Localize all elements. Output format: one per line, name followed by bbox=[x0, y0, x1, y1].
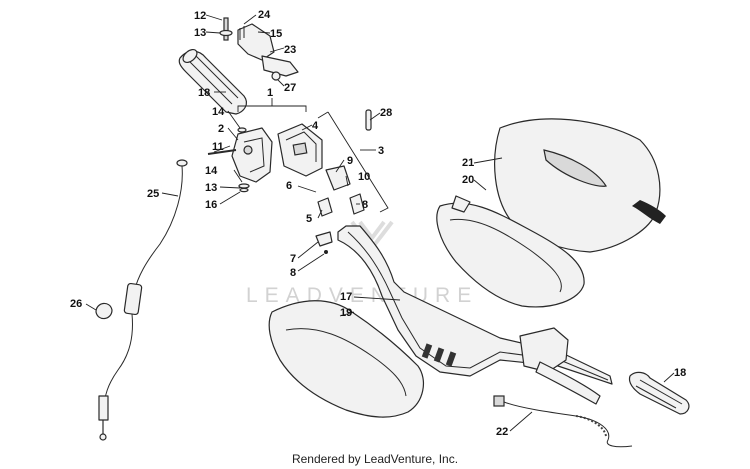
callout-25: 25 bbox=[147, 188, 159, 200]
callout-24: 24 bbox=[258, 9, 271, 21]
callout-18-bottom: 18 bbox=[674, 367, 686, 379]
callout-7: 7 bbox=[290, 253, 296, 265]
left-switch-housing bbox=[207, 127, 273, 193]
brake-lever-assembly bbox=[519, 327, 601, 405]
watermark-text: LEADVENTURE bbox=[246, 284, 478, 307]
callout-22: 22 bbox=[496, 426, 508, 438]
callout-17: 17 bbox=[340, 291, 352, 303]
callout-11: 11 bbox=[212, 141, 224, 153]
callout-6: 6 bbox=[286, 180, 292, 192]
callout-16: 16 bbox=[205, 199, 217, 211]
callout-19: 19 bbox=[340, 307, 352, 319]
callout-9: 9 bbox=[347, 155, 353, 167]
callout-5: 5 bbox=[306, 213, 312, 225]
hood-cover bbox=[494, 118, 666, 253]
group-brackets bbox=[237, 98, 389, 213]
callout-21: 21 bbox=[462, 157, 474, 169]
leader-lines bbox=[85, 14, 675, 432]
callout-13: 13 bbox=[194, 27, 206, 39]
handlebar-grip-stripes bbox=[421, 343, 457, 367]
hood-base bbox=[436, 195, 585, 308]
callout-labels: 12 24 13 15 23 27 18 1 14 2 11 14 13 16 … bbox=[70, 9, 686, 438]
handlebar bbox=[337, 225, 613, 385]
callout-14-top: 14 bbox=[212, 106, 225, 118]
callout-26: 26 bbox=[70, 298, 82, 310]
left-grip bbox=[178, 48, 248, 115]
right-grip bbox=[628, 371, 690, 415]
callout-20: 20 bbox=[462, 174, 474, 186]
throttle-cable bbox=[95, 159, 188, 441]
callout-14-bottom: 14 bbox=[205, 165, 218, 177]
callout-2: 2 bbox=[218, 123, 224, 135]
heater-wire-harness bbox=[493, 395, 633, 448]
side-panel bbox=[268, 300, 425, 418]
right-switch-housing bbox=[277, 109, 372, 254]
callout-4: 4 bbox=[312, 120, 319, 132]
callout-23: 23 bbox=[284, 44, 296, 56]
callout-8-bottom: 8 bbox=[290, 267, 296, 279]
callout-12: 12 bbox=[194, 10, 206, 22]
callout-13-bottom: 13 bbox=[205, 182, 217, 194]
callout-10: 10 bbox=[358, 171, 370, 183]
callout-28: 28 bbox=[380, 107, 392, 119]
callout-8-right: 8 bbox=[362, 199, 368, 211]
callout-27: 27 bbox=[284, 82, 296, 94]
callout-15: 15 bbox=[270, 28, 282, 40]
callout-3: 3 bbox=[378, 145, 384, 157]
callout-18-top: 18 bbox=[198, 87, 210, 99]
render-credit: Rendered by LeadVenture, Inc. bbox=[291, 452, 459, 466]
callout-1: 1 bbox=[267, 87, 273, 99]
